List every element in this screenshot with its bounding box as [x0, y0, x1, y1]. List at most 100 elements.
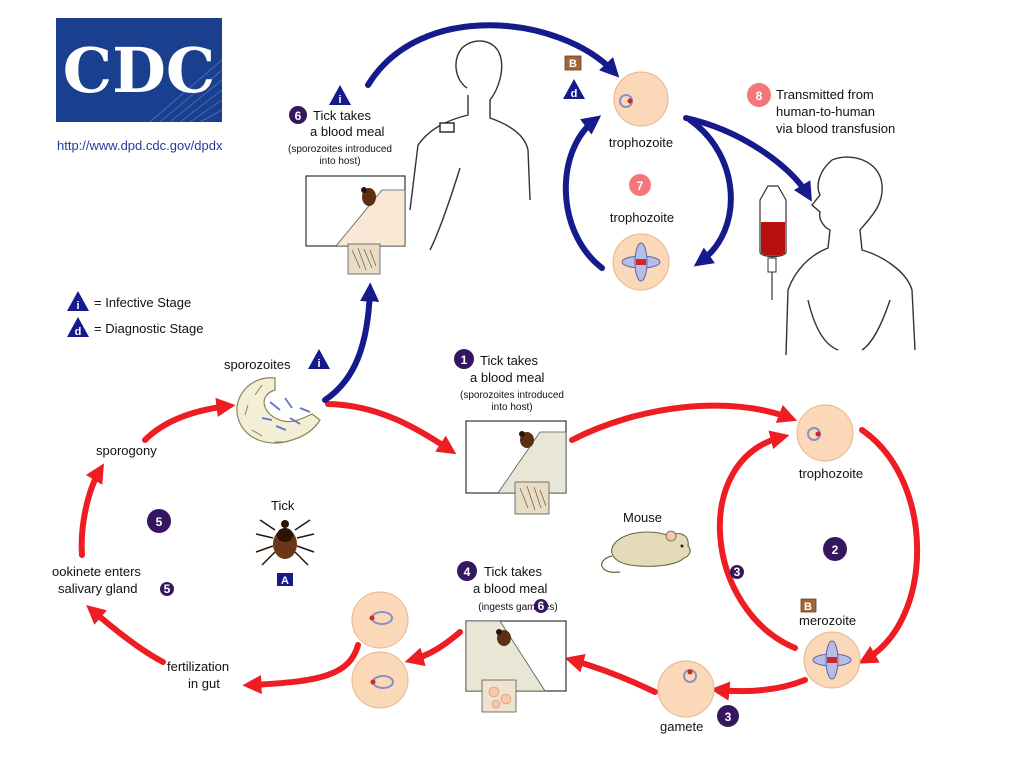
- label-trophozoite-mouse: trophozoite: [799, 466, 863, 481]
- step-6-number: 6: [295, 109, 302, 123]
- mouse-trophozoite-cell: [796, 404, 854, 462]
- arrow-gamete-to-tick: [564, 653, 658, 695]
- svg-text:5: 5: [164, 582, 171, 596]
- step-6-label: 6 Tick takes a blood meal (sporozoites i…: [288, 85, 392, 167]
- step-3-number: 3: [725, 710, 732, 724]
- svg-text:B: B: [569, 58, 577, 70]
- gamete-cell-upper: [351, 591, 409, 649]
- arrow-sporozoites-to-tick-meal: [325, 401, 457, 455]
- arrow-ookinete-to-sporogony: [78, 463, 104, 558]
- gamete-cell: [657, 660, 715, 718]
- label-trophozoite-human: trophozoite: [609, 135, 673, 150]
- arrow-tick-to-gametes: [404, 629, 463, 667]
- arrow-dividing-to-trophozoite: [562, 115, 605, 271]
- arrow-trophozoite-to-merozoite: [858, 427, 921, 664]
- infective-stage-icon: [67, 291, 89, 312]
- label-tick: Tick: [271, 498, 295, 513]
- arrow-to-human-trophozoite: [365, 22, 620, 88]
- svg-text:B: B: [804, 601, 812, 613]
- label-ookinete-2: salivary gland: [58, 581, 138, 596]
- step-6-overlay-badge: 6: [534, 599, 548, 613]
- step-1-note-2: into host): [491, 402, 532, 413]
- human-trophozoite-cell: [613, 71, 669, 127]
- step-6-badge: [289, 106, 307, 124]
- tick-bite-inset-mouse: [465, 420, 567, 515]
- step-6-title: Tick takes: [313, 108, 372, 123]
- cdc-tagline: SAFER·HEALTHIER·PEOPLE™: [57, 125, 153, 132]
- badge-B-merozoite: B: [800, 598, 817, 613]
- step-4-number: 4: [464, 565, 471, 579]
- step-2-number: 2: [832, 543, 839, 557]
- label-trophozoite-human-2: trophozoite: [610, 210, 674, 225]
- blood-bag-icon: [759, 185, 787, 300]
- tick-icon-small: [361, 187, 376, 206]
- arrow-to-transfusion: [683, 115, 812, 202]
- tick-icon: [255, 519, 315, 566]
- step-1-number: 1: [461, 353, 468, 367]
- arrow-sporozoites-to-human-meal: [322, 282, 380, 403]
- label-fertilization-1: fertilization: [167, 659, 229, 674]
- badge-A: A: [277, 573, 293, 587]
- arrow-sporogony-to-sporozoites: [142, 397, 236, 443]
- label-merozoite: merozoite: [799, 613, 856, 628]
- step-6-note-2: into host): [319, 156, 360, 167]
- mouse-icon: [601, 530, 691, 573]
- label-sporozoites: sporozoites: [224, 357, 291, 372]
- step-4-badge: [457, 561, 477, 581]
- human-recipient-figure: [785, 156, 916, 356]
- step-7-badge: [629, 174, 651, 196]
- step-1-note-1: (sporozoites introduced: [460, 390, 564, 401]
- badge-B-top: B: [564, 55, 582, 71]
- arrow-gametes-to-fertilization: [242, 642, 361, 695]
- arrow-tick-meal-to-trophozoite: [569, 402, 798, 443]
- label-sporogony: sporogony: [96, 443, 157, 458]
- arrow-merozoite-to-trophozoite: [716, 430, 798, 651]
- step-8-line-1: Transmitted from: [776, 87, 874, 102]
- step-4-label: 4 Tick takes a blood meal (ingests gamet…: [457, 561, 558, 613]
- step-5-badge-small: 5: [160, 582, 174, 596]
- label-mouse: Mouse: [623, 510, 662, 525]
- infective-stage-icon-sporozoites: [308, 349, 330, 370]
- gamete-cell-lower: [351, 651, 409, 709]
- step-8-badge: [747, 83, 771, 107]
- step-4-subtitle: a blood meal: [473, 581, 548, 596]
- arrow-trophozoite-to-dividing: [687, 117, 734, 267]
- tick-bite-inset-human: [305, 175, 406, 275]
- step-7-number: 7: [637, 179, 644, 193]
- step-6-note-1: (sporozoites introduced: [288, 144, 392, 155]
- step-5-number: 5: [156, 515, 163, 529]
- svg-text:A: A: [281, 575, 289, 587]
- legend-diagnostic-label: = Diagnostic Stage: [94, 321, 203, 336]
- cdc-url-link[interactable]: http://www.dpd.cdc.gov/dpdx: [57, 138, 223, 153]
- label-ookinete-1: ookinete enters: [52, 564, 141, 579]
- step-1-subtitle: a blood meal: [470, 370, 545, 385]
- arrow-fertilization-to-ookinete: [86, 604, 166, 665]
- step-7-label: 7 trophozoite: [610, 174, 674, 225]
- step-8-line-2: human-to-human: [776, 104, 875, 119]
- step-2-badge: 2: [823, 537, 847, 561]
- step-6-subtitle: a blood meal: [310, 124, 385, 139]
- step-8-label: 8 Transmitted from human-to-human via bl…: [747, 83, 895, 136]
- infective-stage-icon-step6: [329, 85, 351, 106]
- step-1-label: 1 Tick takes a blood meal (sporozoites i…: [454, 349, 564, 413]
- legend-diagnostic: = Diagnostic Stage: [67, 317, 203, 338]
- cdc-logo: CDC: [56, 18, 223, 123]
- tick-bite-inset-gametes: [465, 620, 567, 713]
- merozoite-cell: [803, 631, 861, 689]
- human-dividing-cell: [612, 233, 670, 291]
- sporozoites-salivary-gland: [236, 377, 321, 444]
- red-cycle-arrows: [78, 397, 921, 701]
- step-4-note: (ingests gametes): [478, 602, 557, 613]
- diagnostic-stage-icon: [67, 317, 89, 338]
- step-5-badge-large: 5: [147, 509, 171, 533]
- step-4-title: Tick takes: [484, 564, 543, 579]
- legend-infective-label: = Infective Stage: [94, 295, 191, 310]
- diagnostic-stage-icon-top: [563, 79, 585, 100]
- step-3-badge: 3: [717, 705, 739, 727]
- human-host-figure: [409, 40, 531, 251]
- step-1-badge: [454, 349, 474, 369]
- step-1-title: Tick takes: [480, 353, 539, 368]
- step-3-badge-small: 3: [730, 565, 744, 579]
- cdc-logo-text: CDC: [63, 34, 215, 107]
